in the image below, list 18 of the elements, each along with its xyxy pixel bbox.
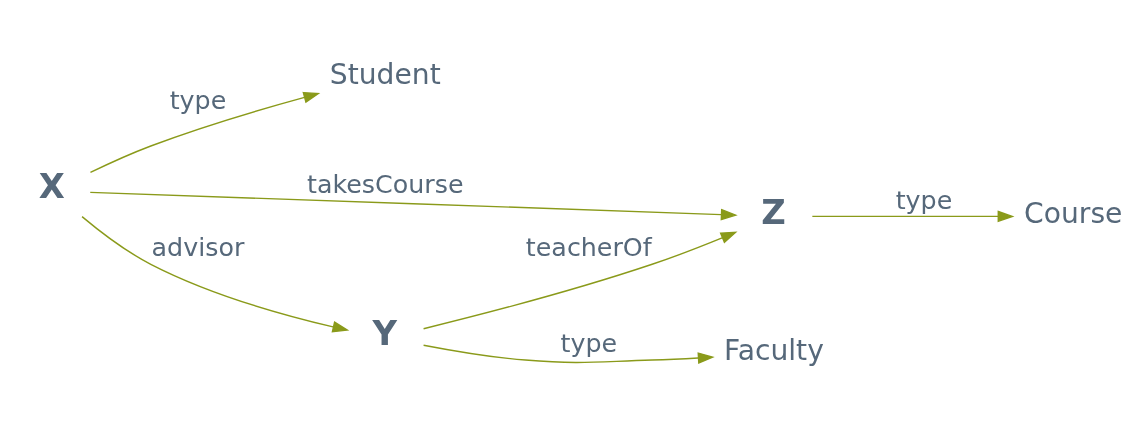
edge-label: type [895, 184, 953, 215]
edge-label: type [560, 327, 618, 358]
edge-label: teacherOf [525, 231, 652, 262]
node-text: Course [1024, 196, 1123, 230]
arrow [81, 215, 350, 333]
node-text: Z [761, 192, 786, 232]
node-text: Y [372, 313, 398, 353]
edge-label: takesCourse [307, 168, 464, 199]
node-text: Faculty [724, 333, 824, 367]
node-text: X [38, 166, 65, 206]
arrow [89, 191, 738, 220]
arrow [811, 210, 1015, 222]
arrow [422, 231, 738, 329]
arrow [89, 91, 321, 173]
edge-label: type [169, 84, 227, 115]
edge-label: advisor [151, 231, 245, 262]
arrow [422, 344, 715, 364]
node-text: Student [329, 57, 441, 91]
